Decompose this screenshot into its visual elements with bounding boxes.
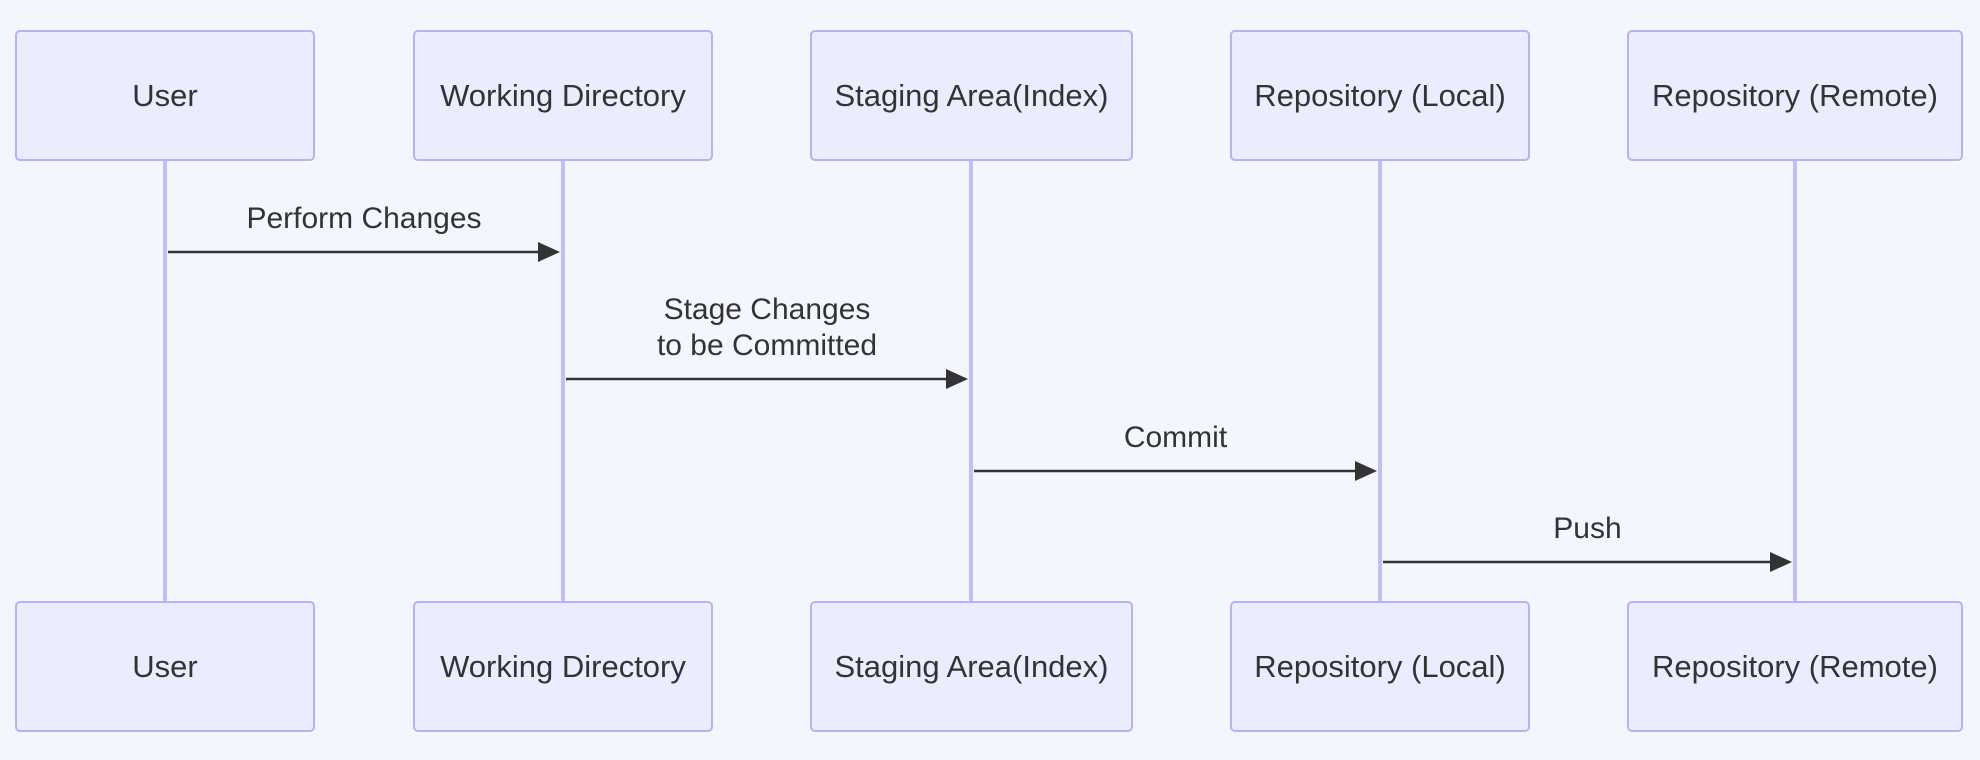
participant-working-directory-bottom: Working Directory bbox=[413, 601, 713, 732]
arrowhead-icon bbox=[946, 369, 968, 389]
participant-box bbox=[810, 30, 1133, 161]
participant-label: Staging Area(Index) bbox=[834, 649, 1108, 684]
message-label: Stage Changes bbox=[664, 293, 871, 326]
participant-box bbox=[1230, 30, 1530, 161]
participant-label: Working Directory bbox=[440, 78, 686, 113]
participant-repository-local-top: Repository (Local) bbox=[1230, 30, 1530, 161]
participant-label: Repository (Remote) bbox=[1652, 649, 1938, 684]
message-label: Push bbox=[1553, 512, 1621, 545]
participant-box bbox=[1627, 30, 1963, 161]
participant-label: Repository (Local) bbox=[1254, 78, 1506, 113]
participant-staging-area-top: Staging Area(Index) bbox=[810, 30, 1133, 161]
participant-box bbox=[413, 30, 713, 161]
participant-label: User bbox=[132, 649, 197, 684]
lifelines bbox=[163, 160, 1797, 602]
message-label: Perform Changes bbox=[246, 202, 481, 235]
participants-bottom: User Working Directory Staging Area(Index)… bbox=[15, 601, 1963, 732]
message-staging-area-to-repository-local: Commit bbox=[974, 421, 1377, 481]
participant-user-top: User bbox=[15, 30, 315, 161]
message-label: to be Committed bbox=[657, 329, 877, 362]
participant-label: Staging Area(Index) bbox=[834, 78, 1108, 113]
arrowhead-icon bbox=[1355, 461, 1377, 481]
message-label: Commit bbox=[1124, 421, 1228, 454]
participant-box bbox=[15, 601, 315, 732]
participant-box bbox=[1230, 601, 1530, 732]
participant-box bbox=[1627, 601, 1963, 732]
participant-repository-local-bottom: Repository (Local) bbox=[1230, 601, 1530, 732]
participants-top: User Working Directory Staging Area(Index)… bbox=[15, 30, 1963, 161]
message-repository-local-to-repository-remote: Push bbox=[1383, 512, 1792, 572]
participant-label: Repository (Remote) bbox=[1652, 78, 1938, 113]
participant-user-bottom: User bbox=[15, 601, 315, 732]
participant-box bbox=[810, 601, 1133, 732]
arrowhead-icon bbox=[1770, 552, 1792, 572]
participant-repository-remote-bottom: Repository (Remote) bbox=[1627, 601, 1963, 732]
participant-box bbox=[15, 30, 315, 161]
participant-staging-area-bottom: Staging Area(Index) bbox=[810, 601, 1133, 732]
participant-label: User bbox=[132, 78, 197, 113]
message-user-to-working-directory: Perform Changes bbox=[168, 202, 560, 262]
participant-working-directory-top: Working Directory bbox=[413, 30, 713, 161]
participant-repository-remote-top: Repository (Remote) bbox=[1627, 30, 1963, 161]
participant-label: Repository (Local) bbox=[1254, 649, 1506, 684]
participant-box bbox=[413, 601, 713, 732]
participant-label: Working Directory bbox=[440, 649, 686, 684]
arrowhead-icon bbox=[538, 242, 560, 262]
